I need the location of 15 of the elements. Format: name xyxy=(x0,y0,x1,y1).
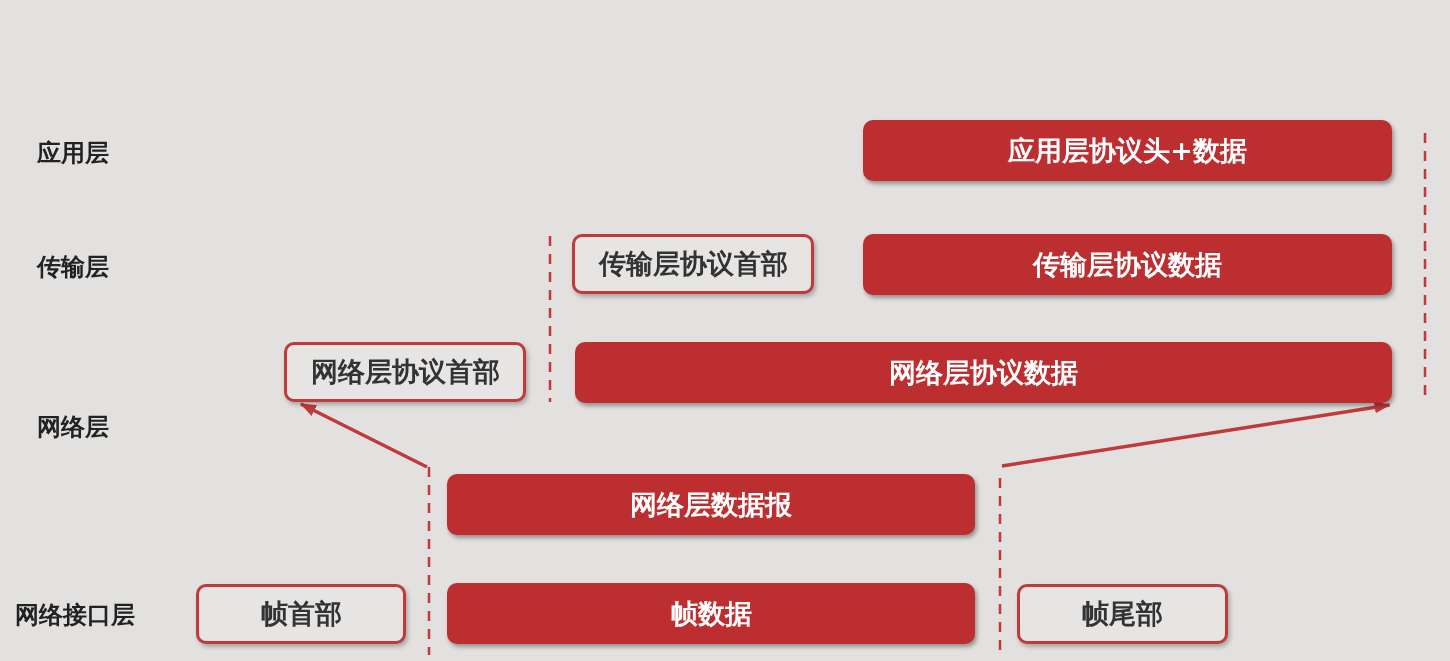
layer-label: 应用层 xyxy=(37,138,109,169)
layer-label: 网络接口层 xyxy=(15,600,135,631)
layer-label: 传输层 xyxy=(37,252,109,283)
header-box: 网络层协议首部 xyxy=(284,342,526,402)
data-bar: 网络层协议数据 xyxy=(575,342,1392,403)
data-bar: 帧数据 xyxy=(447,583,975,644)
data-bar: 网络层数据报 xyxy=(447,474,975,535)
layer-label: 网络层 xyxy=(37,412,109,443)
header-box: 传输层协议首部 xyxy=(572,234,814,294)
header-box: 帧首部 xyxy=(196,584,406,644)
header-box: 帧尾部 xyxy=(1017,584,1228,644)
arrow xyxy=(300,402,428,469)
data-bar: 应用层协议头+数据 xyxy=(863,120,1392,181)
arrow xyxy=(1001,401,1391,468)
data-bar: 传输层协议数据 xyxy=(863,234,1392,295)
